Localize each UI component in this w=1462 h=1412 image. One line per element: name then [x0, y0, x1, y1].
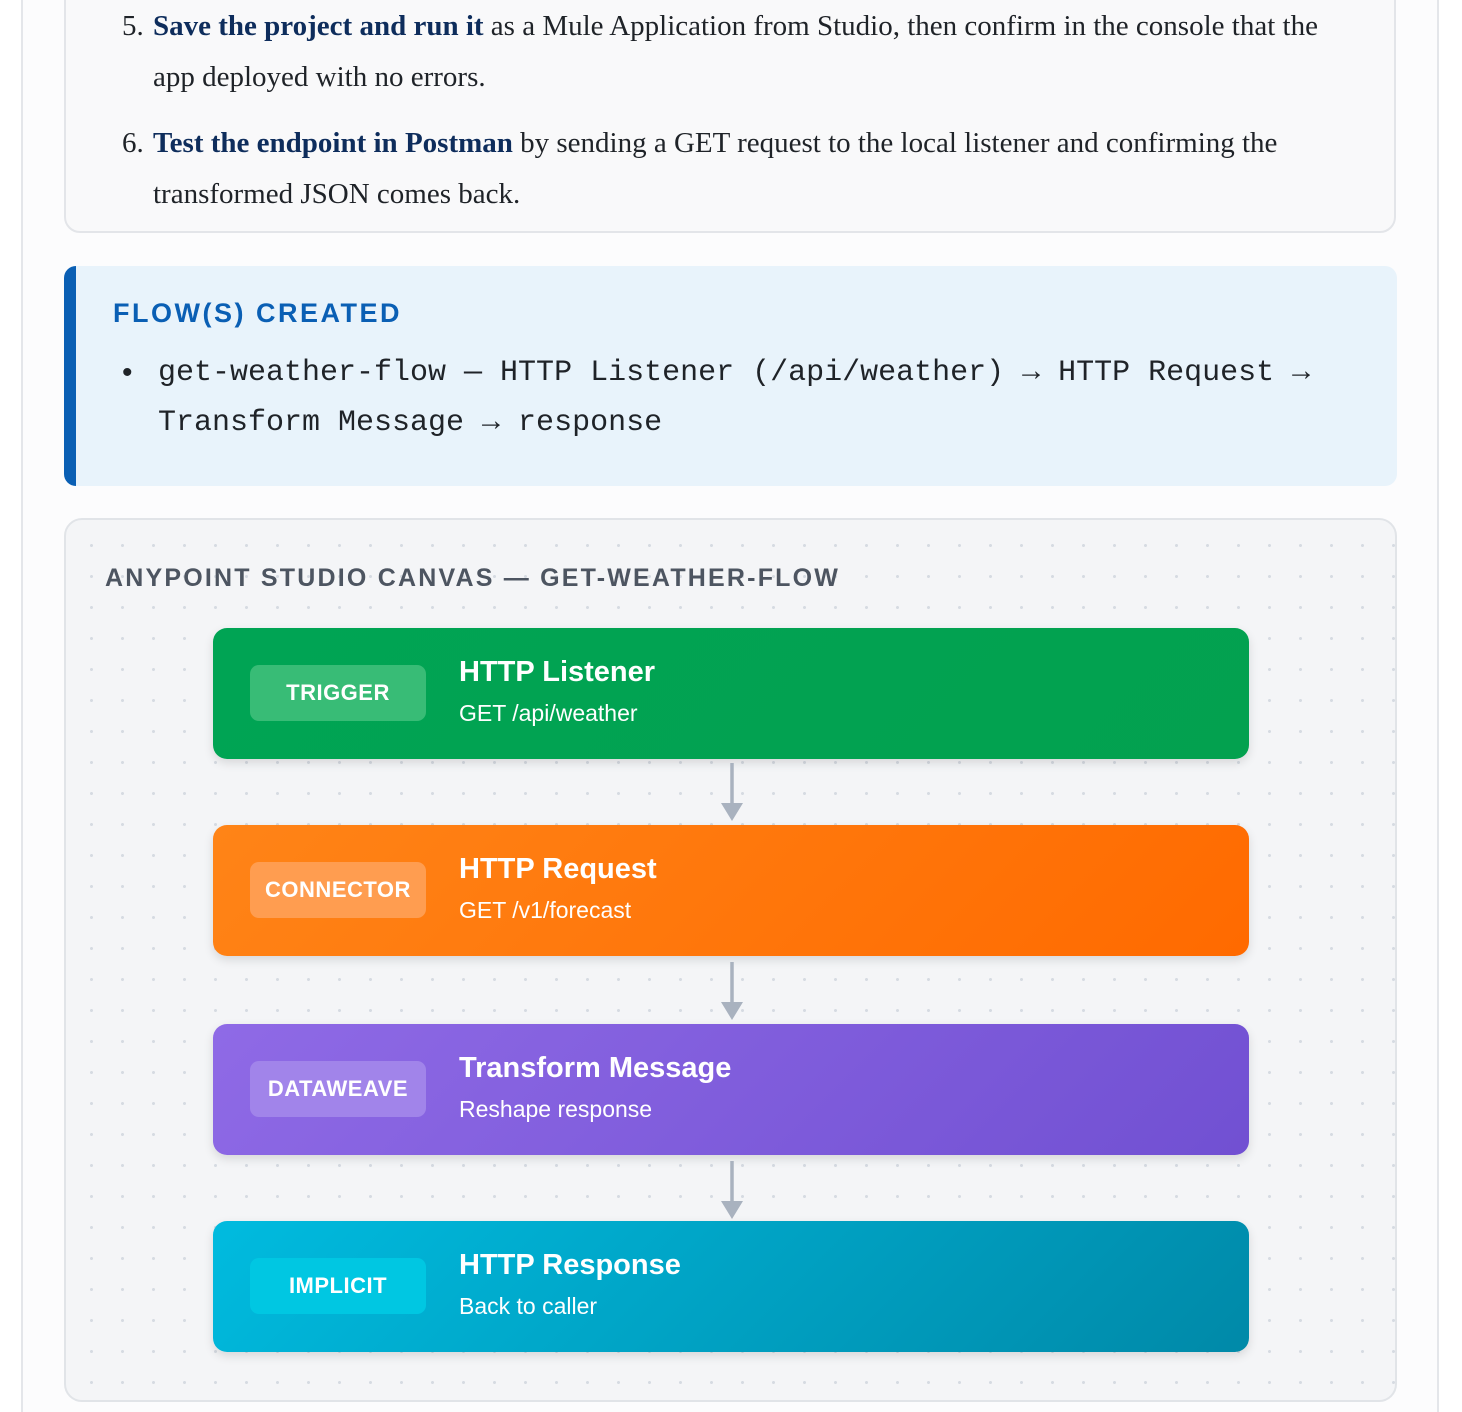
step-title: Test the endpoint in Postman — [153, 127, 513, 159]
arrow-down-icon — [721, 962, 743, 1020]
node-detail: Back to caller — [459, 1293, 598, 1319]
step-text: by sending a GET request to the local li… — [153, 127, 1278, 210]
node-name: HTTP Listener — [459, 656, 656, 688]
flow-node-transform-message[interactable]: DATAWEAVE Transform Message Reshape resp… — [213, 1024, 1249, 1155]
step-text: as a Mule Application from Studio, then … — [153, 10, 1318, 93]
step-number: 6. — [122, 127, 144, 159]
step-title: Save the project and run it — [153, 10, 484, 42]
node-name: HTTP Request — [459, 853, 657, 885]
flow-node-http-request[interactable]: CONNECTOR HTTP Request GET /v1/forecast — [213, 825, 1249, 956]
bullet-icon: • — [122, 356, 133, 389]
flow-list-item: get-weather-flow — HTTP Listener (/api/w… — [158, 356, 1311, 440]
node-detail: GET /api/weather — [459, 700, 638, 726]
arrow-down-icon — [721, 763, 743, 821]
node-name: Transform Message — [459, 1052, 732, 1084]
node-detail: Reshape response — [459, 1096, 653, 1122]
arrow-down-icon — [721, 1161, 743, 1219]
flows-heading: FLOW(S) CREATED — [113, 298, 402, 328]
node-badge: DATAWEAVE — [250, 1061, 426, 1117]
step-number: 5. — [122, 10, 144, 42]
flows-callout: FLOW(S) CREATED • get-weather-flow — HTT… — [64, 266, 1397, 486]
canvas-title: ANYPOINT STUDIO CANVAS — GET-WEATHER-FLO… — [105, 564, 841, 592]
studio-canvas: ANYPOINT STUDIO CANVAS — GET-WEATHER-FLO… — [64, 518, 1397, 1402]
node-badge: TRIGGER — [250, 665, 426, 721]
node-name: HTTP Response — [459, 1249, 681, 1281]
flow-node-http-listener[interactable]: TRIGGER HTTP Listener GET /api/weather — [213, 628, 1249, 759]
node-badge: IMPLICIT — [250, 1258, 426, 1314]
node-badge: CONNECTOR — [250, 862, 426, 918]
node-detail: GET /v1/forecast — [459, 897, 632, 923]
flow-node-http-response[interactable]: IMPLICIT HTTP Response Back to caller — [213, 1221, 1249, 1352]
steps-card: 5. Save the project and run it as a Mule… — [64, 0, 1396, 233]
callout-accent-bar — [64, 266, 76, 486]
